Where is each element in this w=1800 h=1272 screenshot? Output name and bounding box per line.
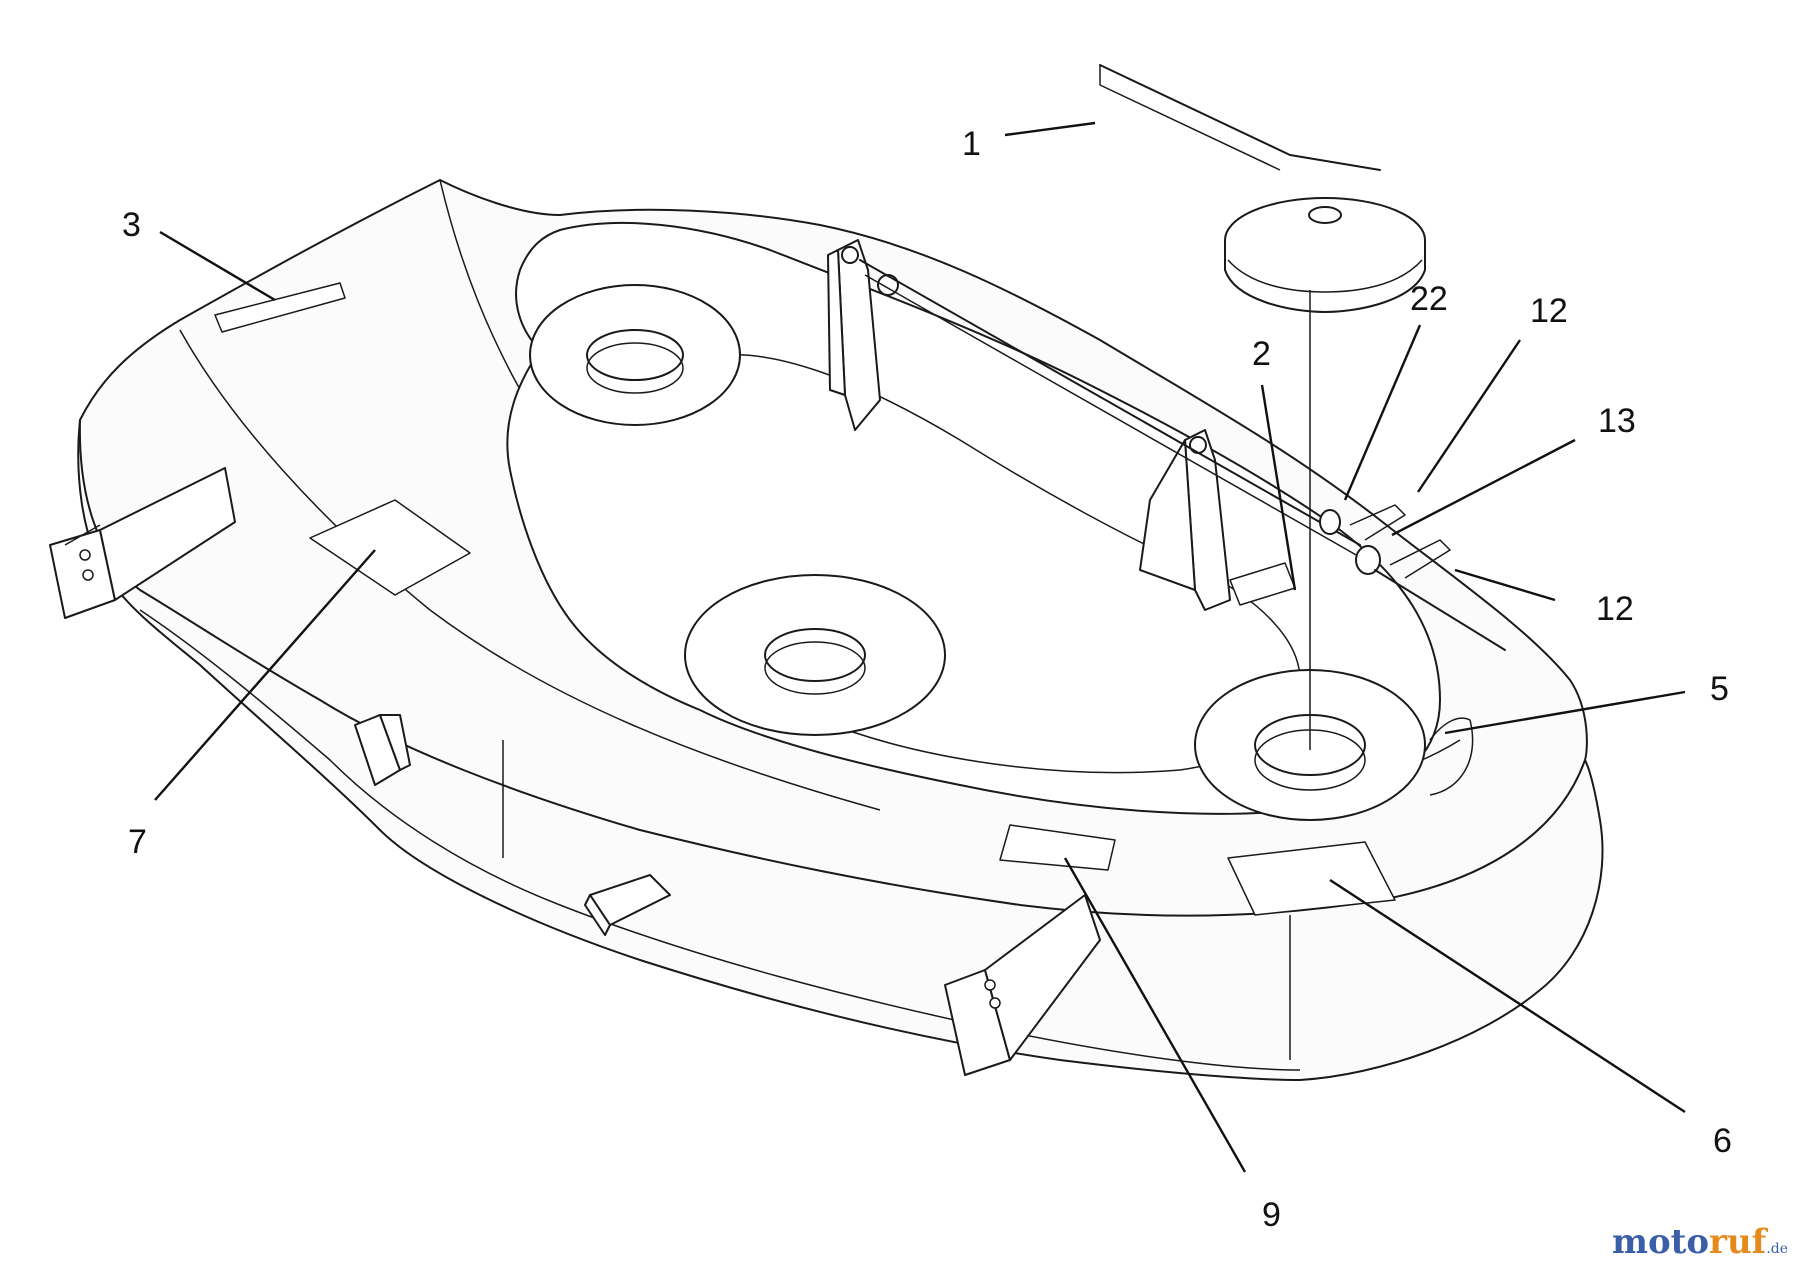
part-label-5: 5	[1710, 670, 1729, 708]
gauge-wheel-mount-2	[584, 874, 671, 936]
decal-7	[309, 499, 471, 596]
part-label-2: 2	[1252, 335, 1271, 373]
side-bracket-left	[49, 467, 236, 619]
spindle-center	[684, 574, 946, 736]
hairpin-lower	[1389, 539, 1451, 579]
watermark-ruf: ruf	[1709, 1222, 1767, 1262]
spindle-left	[529, 284, 741, 426]
part-label-1: 1	[962, 125, 981, 163]
gauge-wheel-mount-1	[354, 714, 411, 786]
side-bracket-front	[944, 894, 1101, 1076]
hitch-bracket-left	[827, 239, 899, 431]
part-label-6: 6	[1713, 1122, 1732, 1160]
decal-9	[999, 824, 1116, 871]
part-label-7: 7	[128, 823, 147, 861]
watermark-tld: .de	[1766, 1241, 1788, 1257]
drive-belt	[1099, 64, 1381, 171]
decal-6	[1227, 841, 1396, 916]
hitch-bracket-right	[1139, 429, 1231, 611]
watermark-logo: motoruf.de	[1612, 1222, 1788, 1262]
washer-22	[1319, 509, 1341, 535]
part-label-13: 13	[1598, 402, 1636, 440]
part-label-12-upper: 12	[1530, 292, 1568, 330]
leader-lines	[154, 121, 1686, 1173]
part-label-22: 22	[1410, 280, 1448, 318]
part-label-3: 3	[122, 206, 141, 244]
decal-3	[214, 282, 346, 333]
washer-13	[1355, 545, 1381, 575]
watermark-moto: moto	[1611, 1222, 1710, 1262]
part-labels: 1 2 3 5 6 7 9 12 12 13 22	[122, 125, 1732, 1234]
hairpin-upper	[1349, 504, 1406, 541]
part-label-12-lower: 12	[1596, 590, 1634, 628]
part-label-9: 9	[1262, 1196, 1281, 1234]
decal-5	[1429, 717, 1474, 796]
pulley	[1224, 197, 1426, 313]
